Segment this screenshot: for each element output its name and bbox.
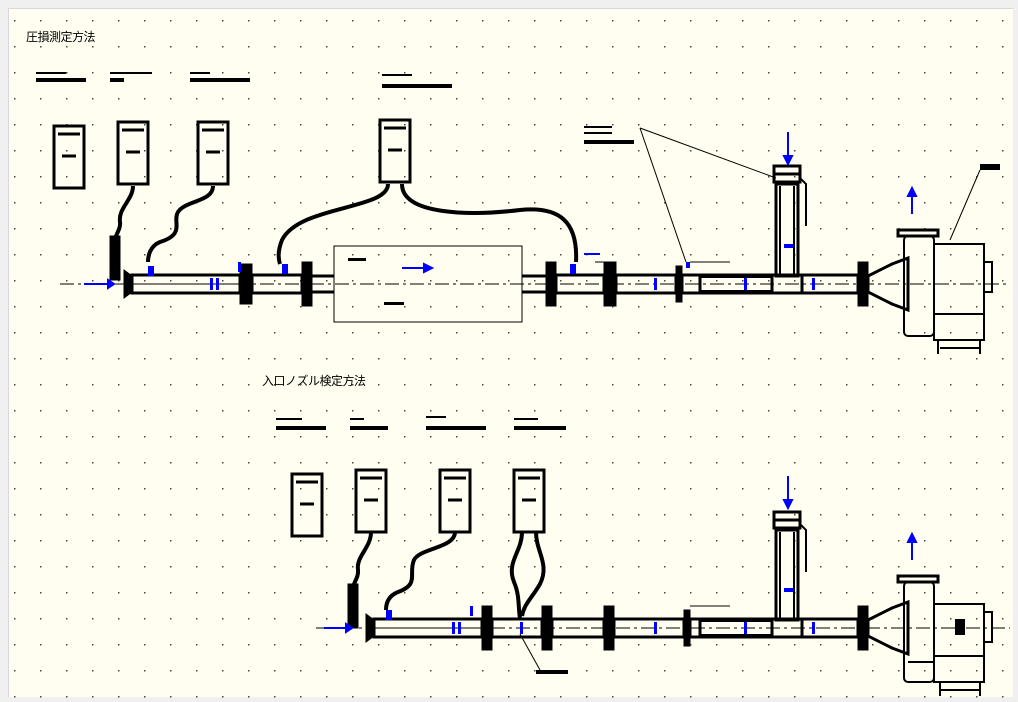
instrument-2: [116, 120, 150, 186]
fan-top: [896, 228, 993, 354]
hoses-top: [112, 183, 579, 265]
label-bars-top: [36, 72, 1000, 170]
hoses-bottom: [350, 531, 546, 619]
title-inlet-nozzle-method: 入口ノズル検定方法: [262, 374, 366, 388]
main-pipe-top: [60, 245, 1010, 323]
instrument-8: [512, 468, 546, 534]
instrument-3: [196, 120, 230, 186]
instrument-5: [290, 472, 324, 538]
fan-bottom: [896, 574, 993, 696]
instrument-4: [378, 118, 412, 184]
label-bars-bottom: [276, 416, 568, 674]
snap-grid: [14, 20, 1004, 698]
chamber-marks: [348, 258, 404, 305]
leaders-top: [595, 127, 981, 263]
vertical-branch-bottom: [772, 510, 807, 622]
flow-arrows-top: [84, 132, 918, 290]
vertical-branch-top: [772, 164, 807, 278]
title-pressure-loss-method: 圧損測定方法: [26, 30, 96, 44]
drawing-sheet: [8, 8, 1013, 697]
hose-coupling-bottom: [347, 583, 359, 629]
instrument-1: [52, 124, 86, 190]
main-pipe-bottom: [316, 599, 1010, 671]
hose-coupling: [109, 235, 121, 281]
flow-arrows-bottom: [324, 476, 918, 634]
inlet-nozzle-setup: [276, 416, 1010, 696]
instrument-7: [438, 468, 472, 534]
pressure-loss-setup: [36, 72, 1010, 354]
instrument-6: [354, 468, 388, 534]
